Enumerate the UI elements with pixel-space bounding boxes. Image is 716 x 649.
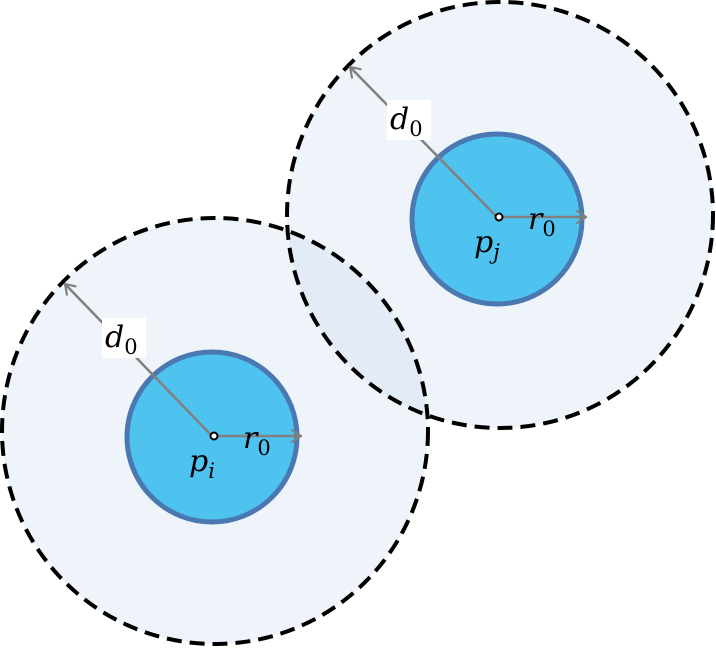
pj-label: pj xyxy=(474,225,500,264)
node-center-j xyxy=(494,212,504,222)
r0-label-j: r0 xyxy=(528,202,556,241)
r0-label-i: r0 xyxy=(243,421,271,460)
pi-label: pi xyxy=(189,444,215,483)
overlap-region xyxy=(287,218,428,428)
d0-label-j: d0 xyxy=(390,102,423,141)
d0-label-bg-i xyxy=(102,318,146,358)
d0-arrow-i xyxy=(65,284,213,437)
node-center-i xyxy=(209,431,219,441)
range-boundary-j xyxy=(285,0,715,430)
d0-label-i: d0 xyxy=(105,320,138,359)
d0-label-bg-j xyxy=(387,100,431,140)
d0-arrow-j xyxy=(350,67,498,218)
range-boundary-i xyxy=(0,216,430,646)
